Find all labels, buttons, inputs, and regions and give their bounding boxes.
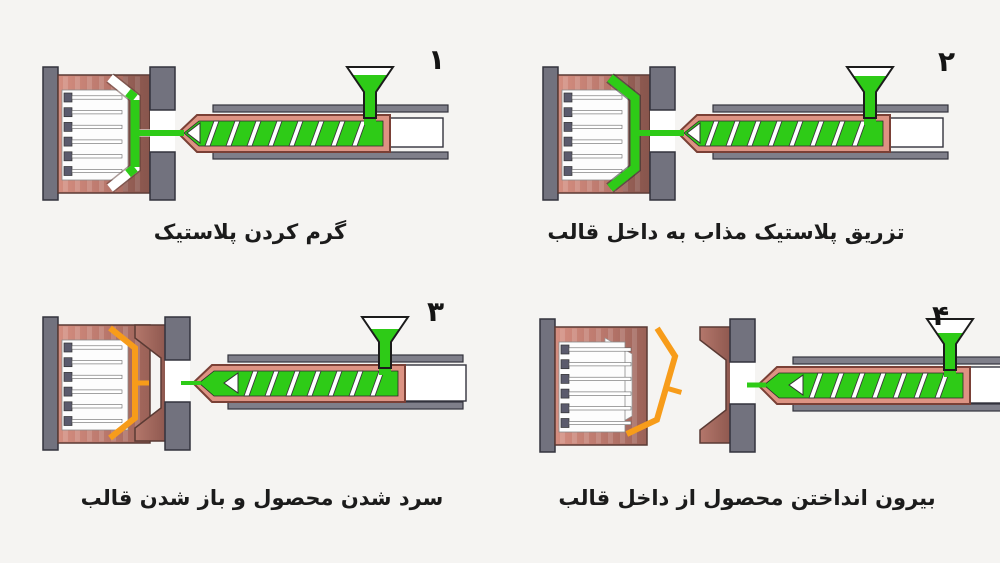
step-4-number: ۴ (932, 299, 950, 332)
machine-diagram-cooling-mold-open (38, 310, 470, 460)
step-1-number: ١ (428, 43, 446, 76)
step-2-caption: تزریق پلاستیک مذاب به داخل قالب (547, 220, 905, 244)
step-4-caption: بیرون انداختن محصول از داخل قالب (558, 486, 936, 510)
step-3-number: ٣ (427, 295, 445, 328)
step-1-panel: ١ گرم کردن پلاستیک (20, 28, 500, 283)
step-1-caption: گرم کردن پلاستیک (153, 220, 347, 244)
machine-diagram-heating (38, 60, 453, 210)
step-3-caption: سرد شدن محصول و باز شدن قالب (80, 486, 444, 510)
step-2-number: ٢ (938, 45, 956, 78)
machine-diagram-injection (538, 60, 953, 210)
step-3-panel: ٣ سرد شدن محصول و باز شدن قالب (20, 278, 500, 533)
step-2-panel: ٢ تزریق پلاستیک مذاب به داخل قالب (500, 28, 980, 283)
step-4-panel: ۴ بیرون انداختن محصول از داخل قالب (500, 280, 1000, 535)
machine-diagram-ejection (535, 312, 1000, 462)
